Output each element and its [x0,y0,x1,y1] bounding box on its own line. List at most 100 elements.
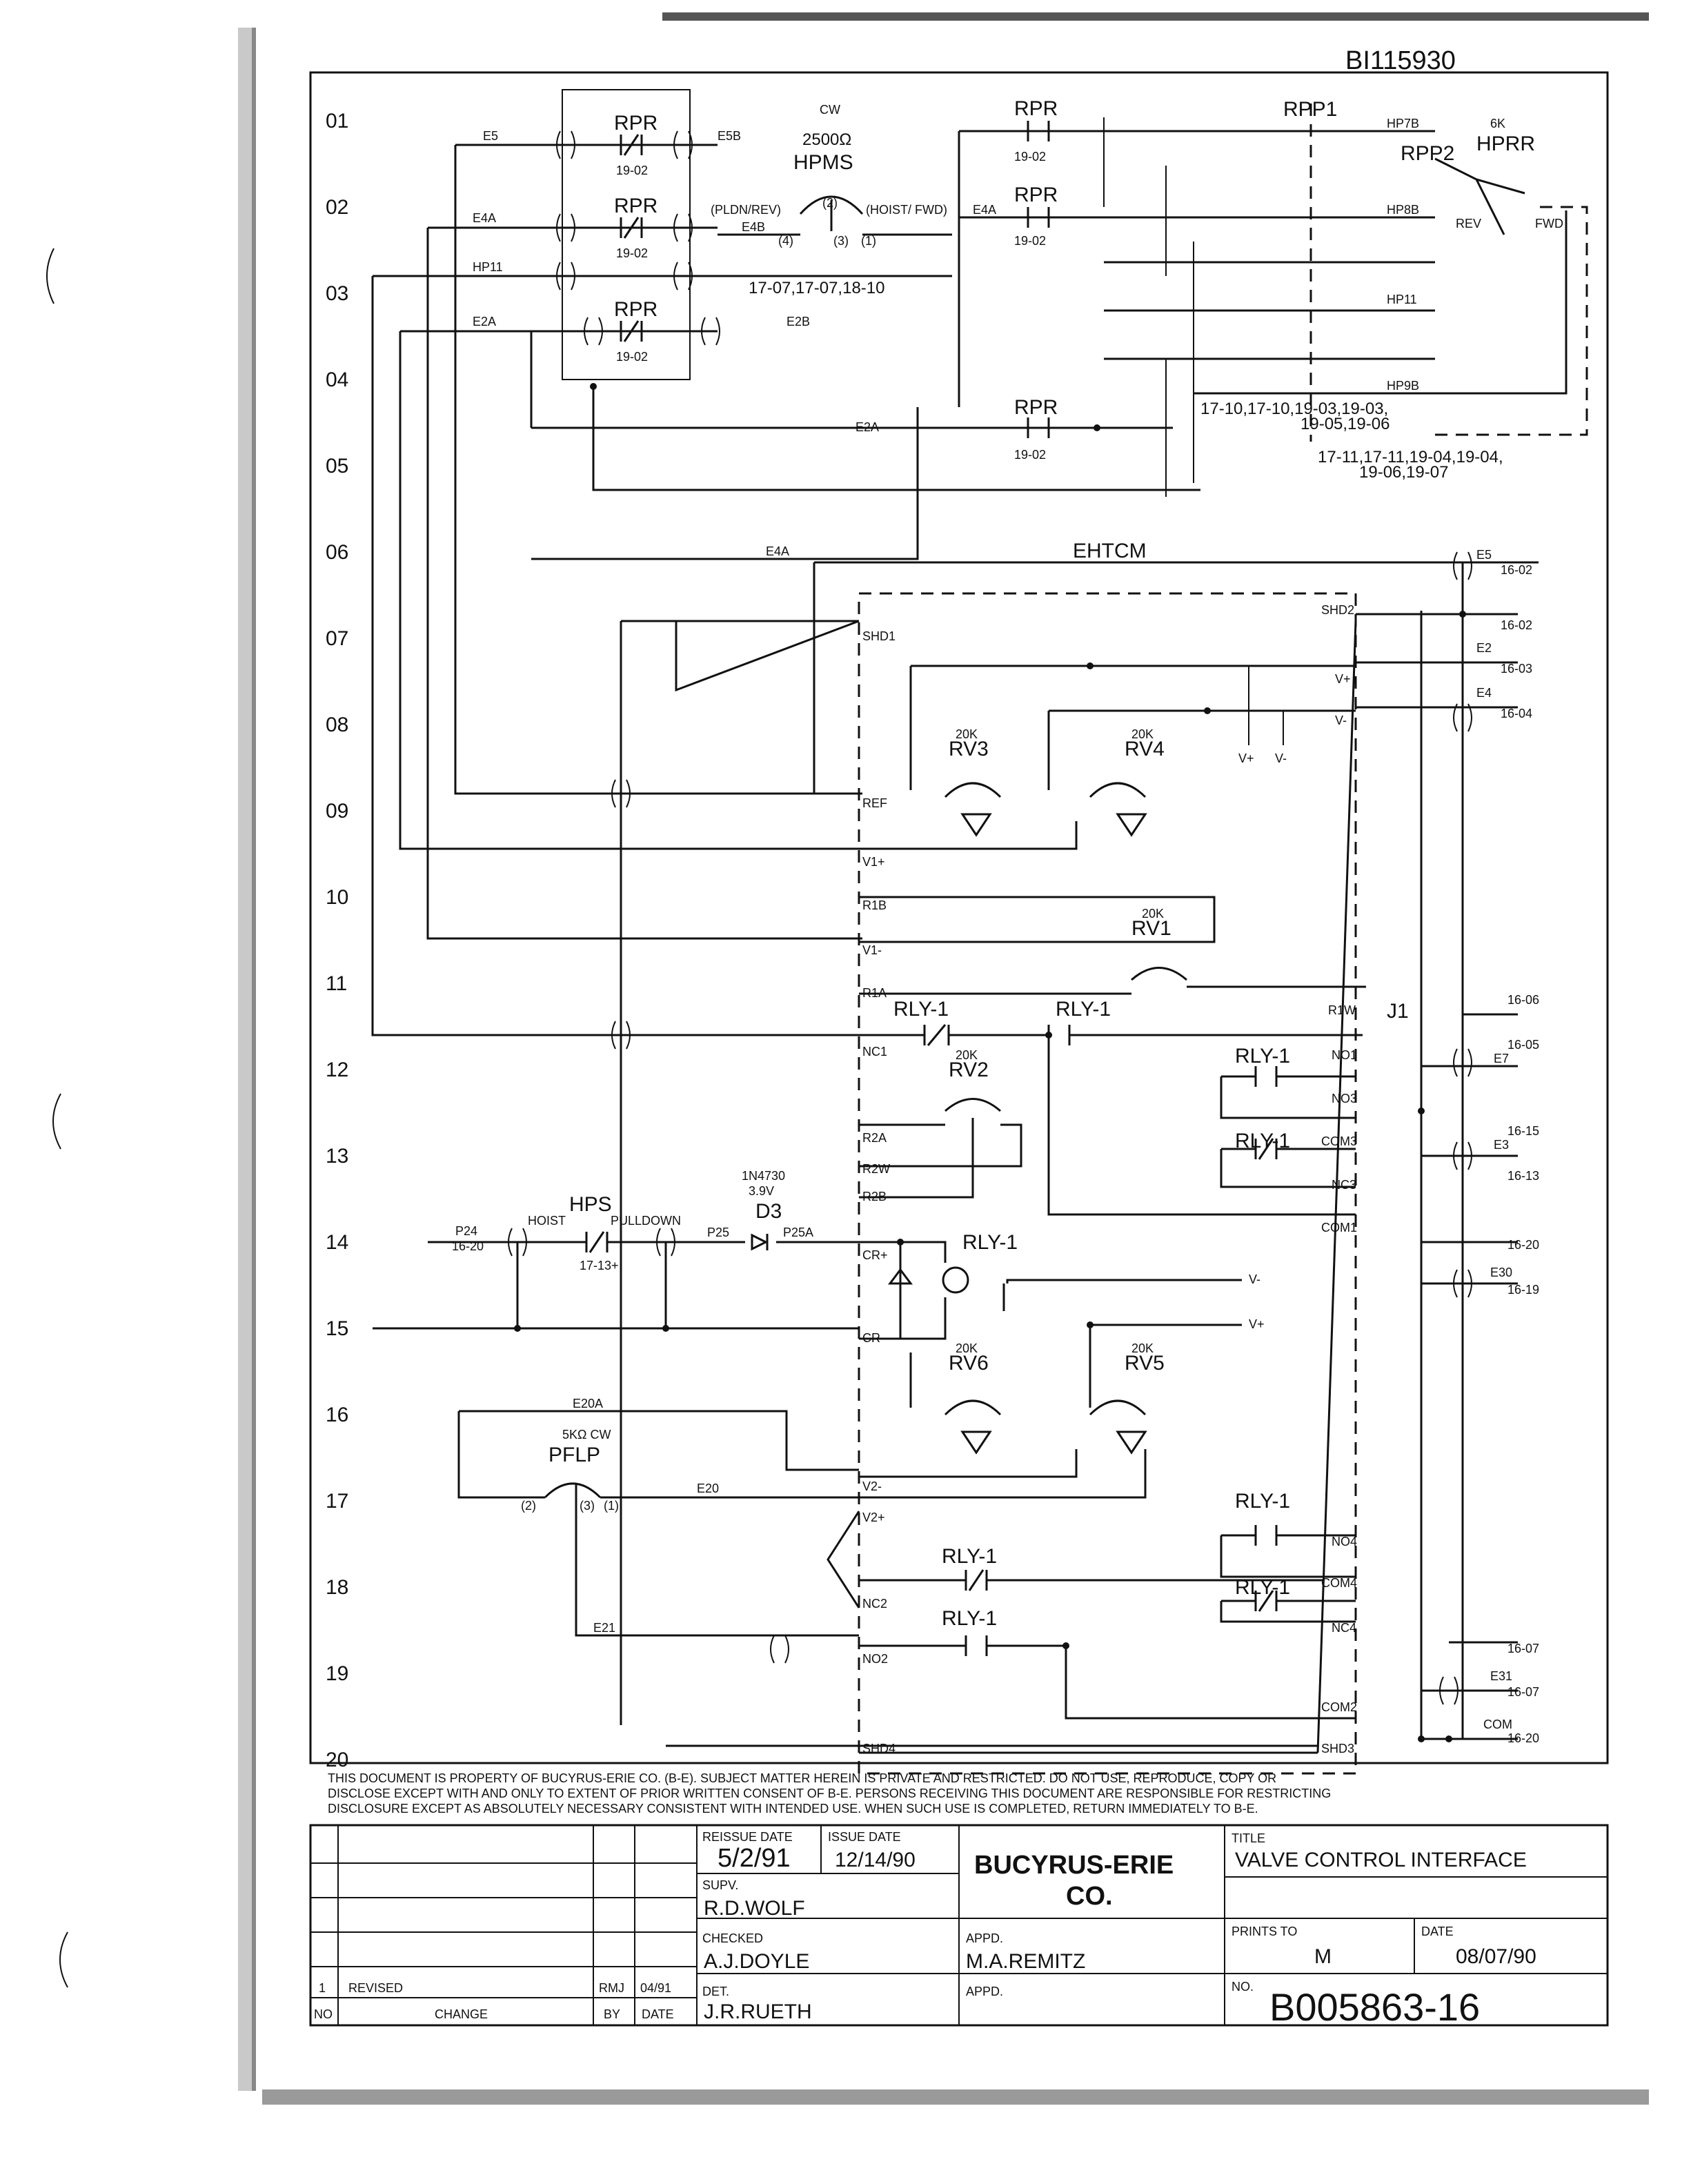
rly-nc-contact [1254,1138,1278,1160]
wire-label-hp11: HP11 [473,260,503,274]
row-number: 06 [326,541,348,564]
wire-label-e4a: E4A [766,544,789,558]
issue-date: 12/14/90 [835,1849,916,1871]
rv4-value: 20K [1131,727,1154,741]
row-number: 08 [326,714,348,736]
rev-no: 1 [319,1981,326,1995]
right-terminals: E5 E2 E4 E7 E3 E30 E31 COM 16-02 16-02 1… [1356,548,1539,1745]
rly-label: RLY-1 [1056,998,1111,1021]
rpr-label: RPR [1014,97,1058,120]
pin-shd3: SHD3 [1321,1742,1354,1755]
hprr-rev: REV [1456,217,1481,230]
wire-label-e4b: E4B [742,220,765,234]
ehtcm-outline [858,592,1357,1775]
rpr-label: RPR [614,298,657,321]
rly-nc-contact [1254,1590,1278,1612]
ref: 16-07 [1507,1642,1539,1655]
wire-label-p24: P24 [455,1224,477,1238]
row-number: 14 [326,1231,348,1254]
term-label-e31: E31 [1490,1669,1512,1683]
vsupply-taps [1248,666,1284,745]
rv4-label: RV4 [1125,738,1165,760]
wire-v1 [859,821,1216,943]
rly-label: RLY-1 [1235,1576,1290,1599]
row-number: 10 [326,886,348,909]
term-label-com: COM [1483,1718,1512,1731]
pin-com1: COM1 [1321,1221,1357,1234]
title-block-verticals [696,1825,1415,2025]
title-block: REISSUE DATE 5/2/91 ISSUE DATE 12/14/90 … [309,1824,1609,2029]
terminal-wires-top [1356,613,1518,709]
rly-coil-label: RLY-1 [962,1231,1018,1254]
wire-e5-right [958,130,1173,407]
wire-label-hp8b: HP8B [1387,203,1419,217]
pin-vp: V+ [1335,672,1351,686]
rv1-value: 20K [1142,907,1164,921]
rv1-pot [1131,967,1187,981]
wire-rv2 [859,1118,1022,1199]
supv-name: R.D.WOLF [704,1897,805,1920]
ref: 16-05 [1507,1038,1539,1052]
hdr-date: DATE [642,2007,674,2021]
ref: 16-02 [1501,563,1532,577]
wire-pflp [457,1410,1147,1637]
drawing-title: VALVE CONTROL INTERFACE [1235,1849,1527,1871]
row-number: 17 [326,1490,348,1513]
hprr-link [1435,206,1588,436]
pflp-value: 5KΩ CW [562,1428,611,1442]
appd-label: APPD. [966,1931,1003,1945]
flyback-diode [888,1242,913,1339]
checked-label: CHECKED [702,1931,763,1945]
det-label: DET. [702,1985,729,1998]
wire-label-p25a: P25A [783,1226,813,1239]
refs-row05: 17-11,17-11,19-04,19-04, [1318,448,1503,466]
rly-nc-contact [923,1024,950,1046]
rv3-pot [944,782,1002,798]
rv6-pot [944,1399,1002,1416]
pulldown-label: PULLDOWN [611,1214,681,1228]
rly-no-contact [965,1635,988,1656]
binding-shadow [252,28,256,2091]
hps-ref: 17-13+ [580,1259,619,1272]
checked-name: A.J.DOYLE [704,1950,809,1973]
rpp2-label: RPP2 [1401,142,1454,165]
ref: 16-04 [1501,707,1532,720]
det-name: J.R.RUETH [704,2000,812,2023]
title-block-horizontals [697,1873,1608,1974]
top-scan-line [662,12,1649,21]
hpms-pot [799,195,864,215]
rv6-label: RV6 [949,1352,989,1375]
hdr-by: BY [604,2007,620,2021]
title-label: TITLE [1232,1831,1265,1845]
wire-ehtcm-top [813,561,1539,794]
row-number: 04 [326,368,348,391]
hpms-pin: (4) [778,234,793,248]
hdr-no: NO [314,2007,333,2021]
notice-line: DISCLOSURE EXCEPT AS ABSOLUTELY NECESSAR… [328,1802,1258,1816]
row-number: 03 [326,282,348,305]
rv4-pot [1089,782,1147,798]
hpms-pldn-rev: (PLDN/REV) [711,203,781,217]
ehtcm-title: EHTCM [1073,540,1147,562]
rpp-wiring [1104,130,1568,395]
term-label-e3: E3 [1494,1138,1509,1152]
issue-label: ISSUE DATE [828,1830,901,1844]
rpr-ref: 19-02 [1014,448,1046,462]
vminus-out: V- [1249,1272,1260,1286]
hpms-dir: CW [820,103,840,117]
wire-label-hp11: HP11 [1387,293,1417,306]
row-number: 13 [326,1145,348,1168]
hprr-value: 6K [1490,117,1505,130]
relay-coil [942,1266,969,1294]
pin-shd1: SHD1 [862,629,896,643]
row-number: 19 [326,1662,348,1685]
company-suffix: CO. [1066,1882,1113,1911]
rpr-nc-contact [620,134,643,156]
pin-v2p: V2+ [862,1511,885,1524]
hpms-hoist-fwd: (HOIST/ FWD) [866,203,947,217]
wire-rv1 [859,985,1366,995]
row-number: 07 [326,627,348,650]
pflp-pot [544,1482,602,1499]
rv1-label: RV1 [1131,917,1171,940]
rev-date: 04/91 [640,1981,671,1995]
